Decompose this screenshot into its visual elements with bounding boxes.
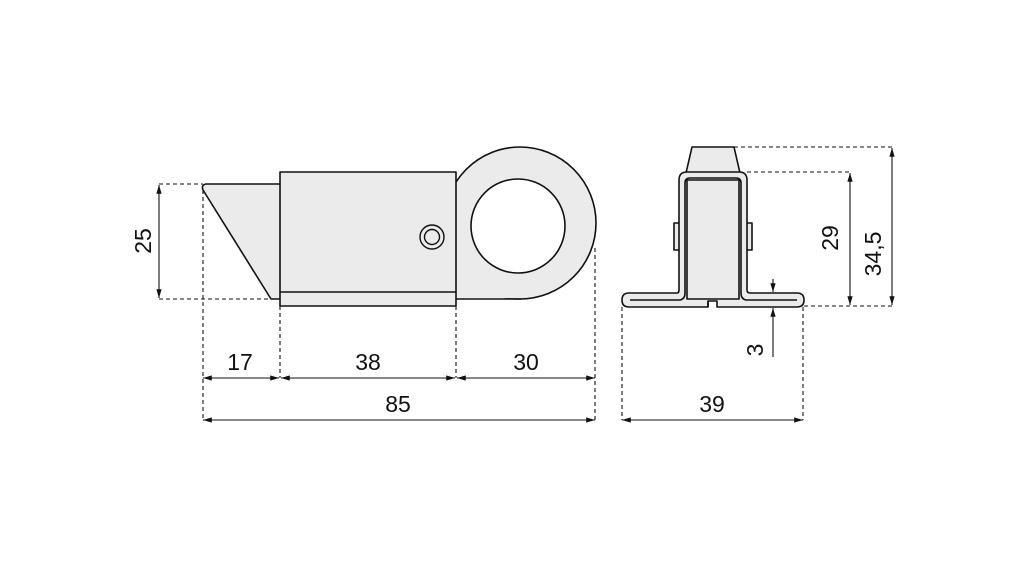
dim-body-38: 38 — [355, 349, 381, 375]
dim-tip-17: 17 — [227, 349, 253, 375]
dim-base-39: 39 — [699, 391, 725, 417]
dim-flange-3: 3 — [742, 344, 768, 357]
screw-outer — [419, 224, 445, 250]
wedge-tip — [201, 183, 283, 300]
front-view — [201, 146, 597, 307]
dim-total-34-5: 34,5 — [860, 232, 886, 277]
ring-hole — [470, 178, 566, 274]
dim-total-85: 85 — [385, 391, 411, 417]
screw-inner — [423, 228, 441, 246]
body-block — [279, 171, 457, 307]
dim-height-25: 25 — [130, 228, 156, 254]
inner-block — [686, 179, 740, 300]
front-view-dimensions: 25 17 38 30 85 — [130, 183, 596, 423]
dim-ring-30: 30 — [513, 349, 539, 375]
inner-fold — [630, 177, 797, 301]
dim-channel-29: 29 — [817, 225, 843, 251]
side-view — [621, 146, 805, 308]
side-view-dimensions: 29 34,5 3 39 — [621, 146, 895, 423]
cap — [685, 146, 741, 174]
